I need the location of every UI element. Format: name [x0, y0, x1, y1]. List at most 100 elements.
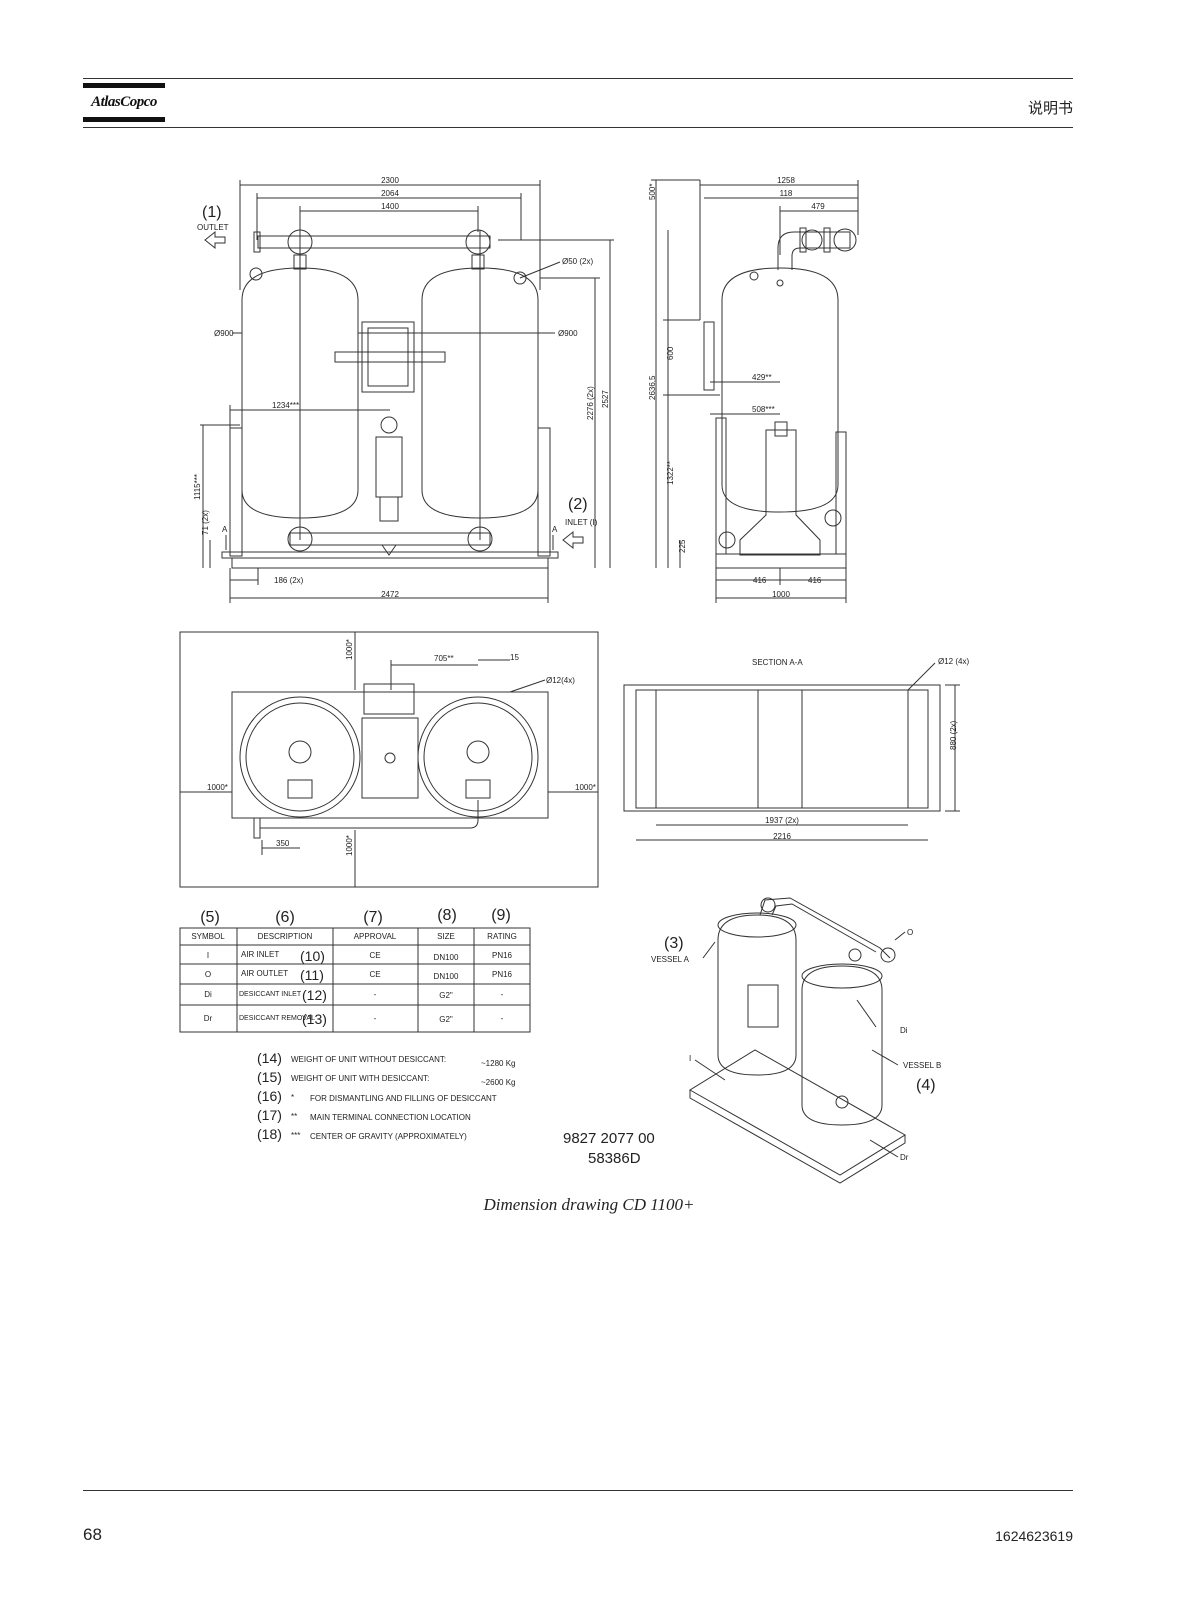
note-text: WEIGHT OF UNIT WITH DESICCANT: — [291, 1074, 429, 1083]
vessel-b-callout: (4) — [916, 1077, 936, 1094]
dim-350: 350 — [276, 839, 290, 848]
outlet-label: OUTLET — [197, 223, 229, 232]
th-size: SIZE — [437, 932, 455, 941]
header-top-rule — [83, 78, 1073, 79]
dimension-drawing: 2300 2064 1400 (1) OUTLET (2) INLET (I) … — [179, 176, 969, 1184]
page-number: 68 — [83, 1525, 102, 1544]
dim-1115: 1115*** — [193, 474, 202, 500]
atlas-copco-logo: AtlasCopco — [83, 83, 165, 125]
cell-description: DESICCANT INLET — [239, 991, 302, 998]
dim-416-right: 416 — [808, 576, 822, 585]
footer-rule — [83, 1490, 1073, 1491]
dim-15: 15 — [510, 653, 519, 662]
document-number: 1624623619 — [995, 1528, 1073, 1544]
inlet-callout: (2) — [568, 496, 588, 513]
dim-429: 429** — [752, 373, 772, 382]
front-view — [200, 180, 614, 603]
dim-phi50: Ø50 (2x) — [562, 257, 593, 266]
dim-phi900-left: Ø900 — [214, 329, 234, 338]
iso-label-dr: Dr — [900, 1153, 909, 1162]
iso-label-outlet: O — [907, 928, 913, 937]
cell-rating: PN16 — [492, 970, 513, 979]
col-callout-rating: (9) — [491, 907, 511, 924]
note-text: FOR DISMANTLING AND FILLING OF DESICCANT — [310, 1094, 497, 1103]
col-callout-approval: (7) — [363, 909, 383, 926]
dim-1937: 1937 (2x) — [765, 816, 799, 825]
dim-phi900-right: Ø900 — [558, 329, 578, 338]
cell-symbol: Di — [204, 990, 212, 999]
dim-plan-1000-bottom: 1000* — [345, 835, 354, 856]
dim-2064: 2064 — [381, 189, 399, 198]
section-view — [623, 662, 960, 841]
dim-1234: 1234*** — [272, 401, 299, 410]
cell-description: AIR OUTLET — [241, 969, 288, 978]
vessel-a-callout: (3) — [664, 935, 684, 952]
note-callout: (18) — [257, 1126, 282, 1142]
dim-705: 705** — [434, 654, 454, 663]
cell-rating: PN16 — [492, 951, 513, 960]
cell-size: DN100 — [434, 972, 459, 981]
note-text: CENTER OF GRAVITY (APPROXIMATELY) — [310, 1132, 467, 1141]
note-value: ~1280 Kg — [481, 1059, 515, 1068]
dim-880: 880 (2x) — [949, 720, 958, 750]
cell-symbol: Dr — [204, 1014, 213, 1023]
outlet-callout: (1) — [202, 204, 222, 221]
cell-description: DESICCANT REMOVAL — [239, 1015, 315, 1022]
cell-approval: - — [374, 1014, 377, 1023]
plan-view — [179, 631, 599, 888]
dim-2276: 2276 (2x) — [586, 386, 595, 420]
cell-callout: (13) — [302, 1011, 327, 1027]
note-callout: (17) — [257, 1107, 282, 1123]
th-description: DESCRIPTION — [258, 932, 313, 941]
dim-500: 500* — [648, 184, 657, 200]
figure-caption: Dimension drawing CD 1100+ — [483, 1195, 695, 1214]
cell-callout: (11) — [300, 967, 324, 983]
logo-wordmark: AtlasCopco — [91, 94, 157, 110]
vessel-b-label: VESSEL B — [903, 1061, 941, 1070]
cell-size: DN100 — [434, 953, 459, 962]
side-view — [651, 179, 859, 603]
note-callout: (14) — [257, 1050, 282, 1066]
dim-71: 71 (2x) — [201, 510, 210, 535]
note-mark: ** — [291, 1112, 297, 1121]
dim-479: 479 — [811, 202, 825, 211]
note-callout: (15) — [257, 1069, 282, 1085]
document-title: 说明书 — [1027, 100, 1073, 117]
dim-2300: 2300 — [381, 176, 399, 185]
inlet-label: INLET (I) — [565, 518, 598, 527]
note-value: ~2600 Kg — [481, 1078, 515, 1087]
col-callout-description: (6) — [275, 909, 295, 926]
col-callout-symbol: (5) — [200, 909, 220, 926]
iso-label-inlet: I — [689, 1054, 691, 1063]
drawing-number: 58386D — [588, 1150, 641, 1167]
cell-rating: - — [501, 990, 504, 999]
dim-600: 600 — [666, 346, 675, 360]
dim-1000: 1000 — [772, 590, 790, 599]
dim-2216: 2216 — [773, 832, 791, 841]
cell-approval: - — [374, 990, 377, 999]
isometric-view — [689, 897, 906, 1184]
col-callout-size: (8) — [437, 907, 457, 924]
dim-225: 225 — [678, 539, 687, 553]
note-mark: * — [291, 1093, 294, 1102]
header-bottom-rule — [83, 127, 1073, 128]
dim-416-left: 416 — [753, 576, 767, 585]
dim-plan-1000-right: 1000* — [575, 783, 596, 792]
note-callout: (16) — [257, 1088, 282, 1104]
dim-2636: 2636,5 — [648, 375, 657, 400]
th-symbol: SYMBOL — [191, 932, 225, 941]
dim-186: 186 (2x) — [274, 576, 304, 585]
cell-size: G2" — [439, 1015, 453, 1024]
dim-plan-phi12: Ø12(4x) — [546, 676, 575, 685]
cell-size: G2" — [439, 991, 453, 1000]
dim-1400: 1400 — [381, 202, 399, 211]
note-text: MAIN TERMINAL CONNECTION LOCATION — [310, 1113, 471, 1122]
section-mark-left: A — [222, 525, 228, 534]
dim-1322: 1322** — [666, 461, 675, 485]
cell-approval: CE — [369, 970, 380, 979]
th-rating: RATING — [487, 932, 517, 941]
note-text: WEIGHT OF UNIT WITHOUT DESICCANT: — [291, 1055, 446, 1064]
note-mark: *** — [291, 1131, 300, 1140]
th-approval: APPROVAL — [354, 932, 397, 941]
iso-label-di: Di — [900, 1026, 908, 1035]
